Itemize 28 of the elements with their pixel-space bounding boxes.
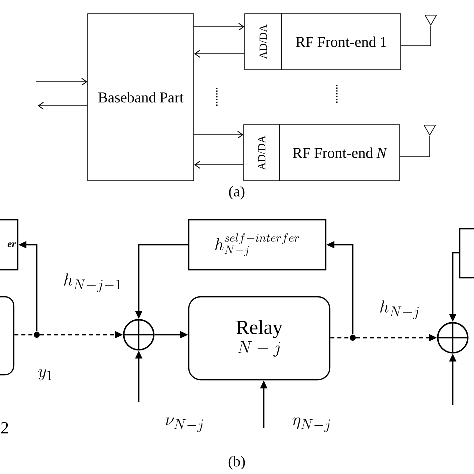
channel-box: $h_{N-j}^{self-interfer}$ xyxy=(188,219,327,271)
caption-label: (a) xyxy=(229,186,245,200)
converter-box: AD/DA xyxy=(244,124,280,182)
channel-label: $h_{N-j-1}$ xyxy=(64,274,121,292)
channel-label: $h_{N-j}$ xyxy=(380,300,419,320)
relay-box: Relay $N-j$ xyxy=(188,296,331,381)
baseband-box: Baseband Part xyxy=(88,14,194,182)
arrow xyxy=(194,23,245,31)
caption-label: (b) xyxy=(228,456,246,470)
arrow xyxy=(194,161,244,169)
arrow xyxy=(36,78,88,86)
arrow xyxy=(400,136,430,158)
summing-junction xyxy=(123,319,155,351)
filter-box: er xyxy=(0,219,19,271)
signal-label: 2 xyxy=(2,422,8,434)
front-end-box: RF Front-end N xyxy=(280,124,400,182)
converter-box: AD/DA xyxy=(244,14,282,70)
node-box xyxy=(0,296,15,376)
summing-junction xyxy=(437,322,469,354)
noise-label: $\eta_{N-j}$ xyxy=(292,418,330,432)
arrow xyxy=(401,26,432,46)
arrow xyxy=(194,50,245,58)
front-end-box: RF Front-end 1 xyxy=(282,14,402,70)
filter-box xyxy=(459,228,474,279)
arrow xyxy=(194,131,244,139)
arrow xyxy=(38,102,88,110)
noise-label: $\nu_{N-j}$ xyxy=(166,418,204,432)
signal-label: $y_1$ xyxy=(38,369,52,381)
